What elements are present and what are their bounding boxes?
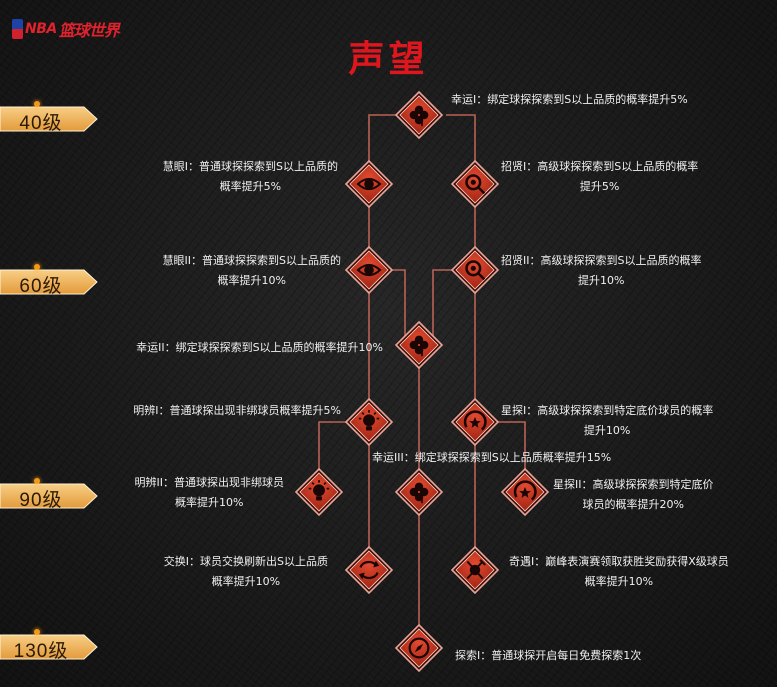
talent-description-line: 提升5% <box>579 180 620 193</box>
level-arrow-shape <box>0 634 98 660</box>
talent-description-line: 概率提升10% <box>217 274 286 287</box>
level-label: 90级 <box>19 490 63 511</box>
level-marker: 40级 <box>0 101 98 134</box>
level-marker: 130级 <box>0 629 98 662</box>
talent-description: 星探I：高级球探探索到特定底价球员的概率提升10% <box>501 401 713 441</box>
talent-description-line: 慧眼I：普通球探探索到S以上品质的 <box>162 160 338 173</box>
talent-description-line: 概率提升10% <box>211 575 281 588</box>
talent-description-line: 提升10% <box>583 424 631 437</box>
level-label: 40级 <box>19 113 63 134</box>
talent-description: 探索I：普通球探开启每日免费探索1次 <box>455 646 641 666</box>
nba-basketball-world-logo: NBA 篮球世界 <box>12 17 120 41</box>
logo-nba-text: NBA <box>25 21 57 37</box>
talent-node[interactable] <box>394 320 444 370</box>
talent-description: 幸运I：绑定球探探索到S以上品质的概率提升5% <box>451 90 688 110</box>
talent-description-line: 招贤II：高级球探探索到S以上品质的概率 <box>501 254 702 267</box>
clover-icon <box>409 105 429 127</box>
level-dot-icon <box>34 629 40 635</box>
page-title: 声望 <box>348 38 429 80</box>
talent-node[interactable] <box>344 545 394 595</box>
talent-description-line: 概率提升5% <box>219 180 282 193</box>
talent-description: 慧眼I：普通球探探索到S以上品质的概率提升5% <box>163 157 338 197</box>
star-orbit-icon <box>513 480 537 501</box>
talent-description-line: 探索I：普通球探开启每日免费探索1次 <box>455 649 642 662</box>
talent-description: 幸运II：绑定球探探索到S以上品质的概率提升10% <box>136 338 383 358</box>
talent-description: 星探II：高级球探探索到特定底价球员的概率提升20% <box>553 475 714 515</box>
level-dot-icon <box>34 101 40 107</box>
star-orbit-icon <box>463 410 487 431</box>
lightbulb-icon <box>308 480 330 501</box>
magnifier-icon <box>465 260 486 281</box>
talent-node[interactable] <box>450 397 500 447</box>
level-label: 130级 <box>13 641 69 662</box>
talent-description-line: 概率提升10% <box>175 496 244 509</box>
talent-node[interactable] <box>450 245 500 295</box>
level-dot-icon <box>34 478 40 484</box>
level-arrow-shape <box>0 483 98 509</box>
talent-description-line: 幸运III：绑定球探探索到S以上品质概率提升15% <box>372 451 612 464</box>
talent-description: 慧眼II：普通球探探索到S以上品质的概率提升10% <box>163 251 341 291</box>
talent-description-line: 明辨I：普通球探出现非绑球员概率提升5% <box>133 404 341 417</box>
talent-description-line: 慧眼II：普通球探探索到S以上品质的 <box>162 254 341 267</box>
talent-description-line: 招贤I：高级球探探索到S以上品质的概率 <box>501 160 699 173</box>
talent-node[interactable] <box>294 467 344 517</box>
eye-icon <box>356 263 382 277</box>
talent-description-line: 星探II：高级球探探索到特定底价 <box>553 478 714 491</box>
talent-description-line: 明辨II：普通球探出现非绑球员 <box>134 476 285 489</box>
logo-cn-text: 篮球世界 <box>58 21 120 40</box>
clover-icon <box>409 335 429 357</box>
level-arrow-shape <box>0 269 98 295</box>
level-marker: 60级 <box>0 264 98 297</box>
talent-node[interactable] <box>450 159 500 209</box>
eye-icon <box>356 177 382 191</box>
talent-description: 明辨II：普通球探出现非绑球员概率提升10% <box>135 473 285 513</box>
level-label: 60级 <box>19 276 63 297</box>
talent-node[interactable] <box>500 467 550 517</box>
talent-description: 明辨I：普通球探出现非绑球员概率提升5% <box>133 401 341 421</box>
clover-icon <box>409 482 429 504</box>
talent-description-line: 概率提升10% <box>584 575 654 588</box>
talent-node[interactable] <box>344 245 394 295</box>
lightbulb-icon <box>358 410 380 431</box>
talent-node[interactable] <box>394 90 444 140</box>
compass-icon <box>408 637 430 659</box>
talent-description-line: 球员的概率提升20% <box>582 498 684 511</box>
talent-description: 幸运III：绑定球探探索到S以上品质概率提升15% <box>372 448 611 468</box>
talent-description-line: 幸运II：绑定球探探索到S以上品质的概率提升10% <box>136 341 383 354</box>
talent-node[interactable] <box>344 159 394 209</box>
talent-description-line: 交换I：球员交换刷新出S以上品质 <box>163 555 328 568</box>
talent-description: 交换I：球员交换刷新出S以上品质概率提升10% <box>164 552 328 592</box>
swap-icon <box>358 560 380 580</box>
talent-description-line: 奇遇I：巅峰表演赛领取获胜奖励获得X级球员 <box>509 555 729 568</box>
level-dot-icon <box>34 264 40 270</box>
talent-description-line: 提升10% <box>578 274 625 287</box>
level-arrow-shape <box>0 106 98 132</box>
magnifier-icon <box>465 174 486 195</box>
talent-description: 奇遇I：巅峰表演赛领取获胜奖励获得X级球员概率提升10% <box>509 552 729 592</box>
talent-node[interactable] <box>394 623 444 673</box>
talent-description-line: 幸运I：绑定球探探索到S以上品质的概率提升5% <box>451 93 688 106</box>
level-marker: 90级 <box>0 478 98 511</box>
nba-logo-icon <box>12 19 23 39</box>
talent-description: 招贤I：高级球探探索到S以上品质的概率提升5% <box>501 157 698 197</box>
talent-node[interactable] <box>394 467 444 517</box>
trophy-icon <box>466 559 486 580</box>
talent-node[interactable] <box>450 545 500 595</box>
talent-node[interactable] <box>344 397 394 447</box>
talent-description-line: 星探I：高级球探探索到特定底价球员的概率 <box>501 404 714 417</box>
talent-description: 招贤II：高级球探探索到S以上品质的概率提升10% <box>501 251 701 291</box>
